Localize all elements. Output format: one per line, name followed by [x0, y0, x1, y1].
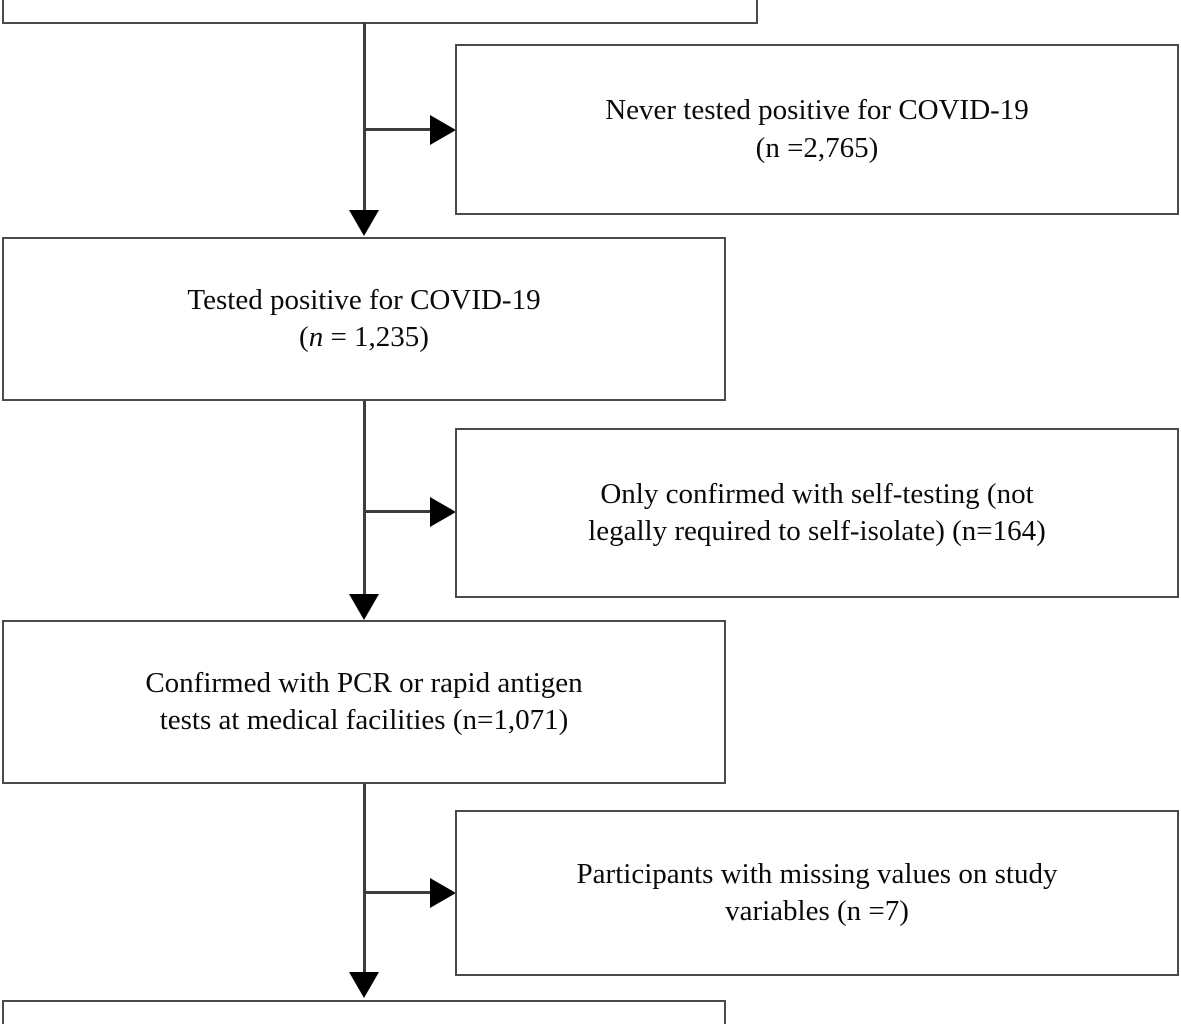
flow-box-missing-values: Participants with missing values on stud… — [455, 810, 1179, 976]
flow-box-self-testing-only-text: Only confirmed with self-testing (not le… — [457, 476, 1177, 550]
tested-positive-line2: (n = 1,235) — [299, 321, 429, 353]
flow-box-top-cropped — [2, 0, 758, 24]
connector-pcr-to-bottom — [363, 784, 366, 974]
flow-box-never-tested-text: Never tested positive for COVID-19 (n =2… — [457, 92, 1177, 166]
confirmed-pcr-line1: Confirmed with PCR or rapid antigen — [145, 666, 583, 699]
self-testing-line1: Only confirmed with self-testing (not — [600, 477, 1034, 510]
arrowhead-down-to-bottom — [349, 972, 379, 998]
flow-box-self-testing-only: Only confirmed with self-testing (not le… — [455, 428, 1179, 598]
flow-box-never-tested: Never tested positive for COVID-19 (n =2… — [455, 44, 1179, 215]
flow-box-bottom-cropped — [2, 1000, 726, 1024]
flow-box-confirmed-pcr-text: Confirmed with PCR or rapid antigen test… — [4, 665, 724, 739]
self-testing-line2: legally required to self-isolate) (n=164… — [588, 515, 1046, 547]
connector-top-to-tested-positive — [363, 22, 366, 214]
connector-branch-self-testing — [364, 510, 432, 513]
tested-positive-line1: Tested positive for COVID-19 — [187, 283, 541, 316]
never-tested-line2: (n =2,765) — [755, 131, 879, 164]
tested-positive-count: = 1,235) — [323, 321, 429, 353]
flow-box-tested-positive-text: Tested positive for COVID-19 (n = 1,235) — [4, 282, 724, 356]
arrowhead-right-missing-values — [430, 878, 456, 908]
tested-positive-n-symbol: n — [308, 321, 324, 353]
connector-branch-missing-values — [364, 891, 432, 894]
flow-box-missing-values-text: Participants with missing values on stud… — [457, 856, 1177, 930]
connector-tested-positive-to-pcr — [363, 401, 366, 597]
flow-box-confirmed-pcr: Confirmed with PCR or rapid antigen test… — [2, 620, 726, 784]
arrowhead-right-never-tested — [430, 115, 456, 145]
arrowhead-down-to-tested-positive — [349, 210, 379, 236]
confirmed-pcr-line2: tests at medical facilities (n=1,071) — [159, 704, 569, 736]
arrowhead-down-to-pcr — [349, 594, 379, 620]
flow-box-tested-positive: Tested positive for COVID-19 (n = 1,235) — [2, 237, 726, 401]
arrowhead-right-self-testing — [430, 497, 456, 527]
tested-positive-paren-open: ( — [299, 321, 309, 353]
missing-values-line1: Participants with missing values on stud… — [576, 857, 1058, 890]
missing-values-line2: variables (n =7) — [725, 895, 909, 927]
never-tested-line1: Never tested positive for COVID-19 — [605, 94, 1029, 127]
connector-branch-never-tested — [364, 128, 432, 131]
